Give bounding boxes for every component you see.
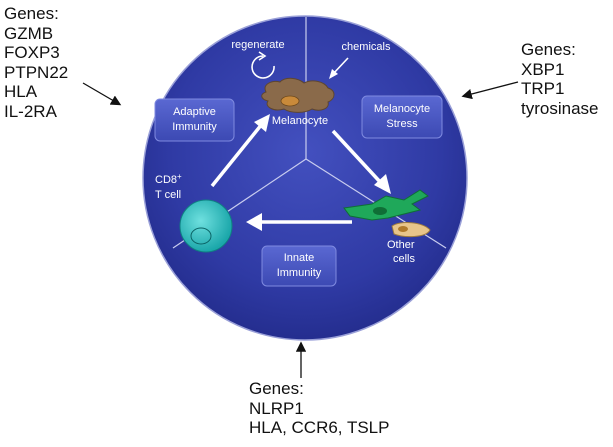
genes-left-heading: Genes:: [4, 4, 59, 23]
cycle-disc: [142, 15, 468, 341]
t-cell-icon: [179, 199, 233, 253]
flow-arrow-other-to-tcell: [246, 213, 352, 231]
cells-label: cells: [393, 253, 416, 265]
left-genes-arrow: [82, 82, 122, 106]
gene-item: FOXP3: [4, 43, 60, 62]
other-label: Other: [387, 239, 415, 251]
genes-bottom-list: Genes: NLRP1 HLA, CCR6, TSLP: [249, 379, 389, 438]
melanocyte-cell-icon: [261, 77, 335, 113]
adaptive-line-2: Immunity: [172, 121, 217, 133]
gene-item: NLRP1: [249, 398, 304, 418]
regenerate-label: regenerate: [231, 39, 284, 51]
gene-item: IL-2RA: [4, 101, 57, 121]
cd8-label: CD8+: [155, 172, 182, 187]
gene-item: XBP1: [521, 59, 565, 79]
t-cell-label: T cell: [155, 189, 181, 201]
stress-line-1: Melanocyte: [374, 103, 430, 115]
gene-item: HLA, CCR6, TSLP: [249, 418, 390, 437]
melanocyte-stress-box: Melanocyte Stress: [361, 95, 443, 139]
genes-right-heading: Genes:: [521, 40, 576, 59]
regenerate-loop-icon: [251, 51, 275, 79]
genes-bottom-heading: Genes:: [249, 379, 304, 398]
flow-arrow-melanocyte-to-other: [331, 129, 391, 194]
adaptive-immunity-box: Adaptive Immunity: [154, 98, 235, 142]
gene-item: TRP1: [521, 79, 565, 98]
innate-line-2: Immunity: [277, 267, 322, 279]
other-cells-icon: [343, 189, 431, 238]
genes-right-list: Genes: XBP1 TRP1 tyrosinase: [521, 40, 598, 118]
gene-item: GZMB: [4, 23, 54, 43]
stress-line-2: Stress: [386, 118, 418, 130]
melanocyte-label: Melanocyte: [272, 115, 328, 127]
chemicals-label: chemicals: [342, 41, 391, 53]
right-genes-arrow: [461, 81, 519, 100]
genes-left-list: Genes: GZMB FOXP3 PTPN22 HLA IL-2RA: [4, 4, 68, 121]
adaptive-line-1: Adaptive: [173, 106, 216, 118]
gene-item: PTPN22: [4, 62, 69, 82]
gene-item: HLA: [4, 82, 38, 101]
innate-line-1: Innate: [284, 252, 315, 264]
innate-immunity-box: Innate Immunity: [261, 245, 337, 287]
gene-item: tyrosinase: [521, 98, 599, 118]
chemicals-arrow: [329, 57, 349, 79]
flow-arrow-tcell-to-melanocyte: [210, 114, 270, 188]
